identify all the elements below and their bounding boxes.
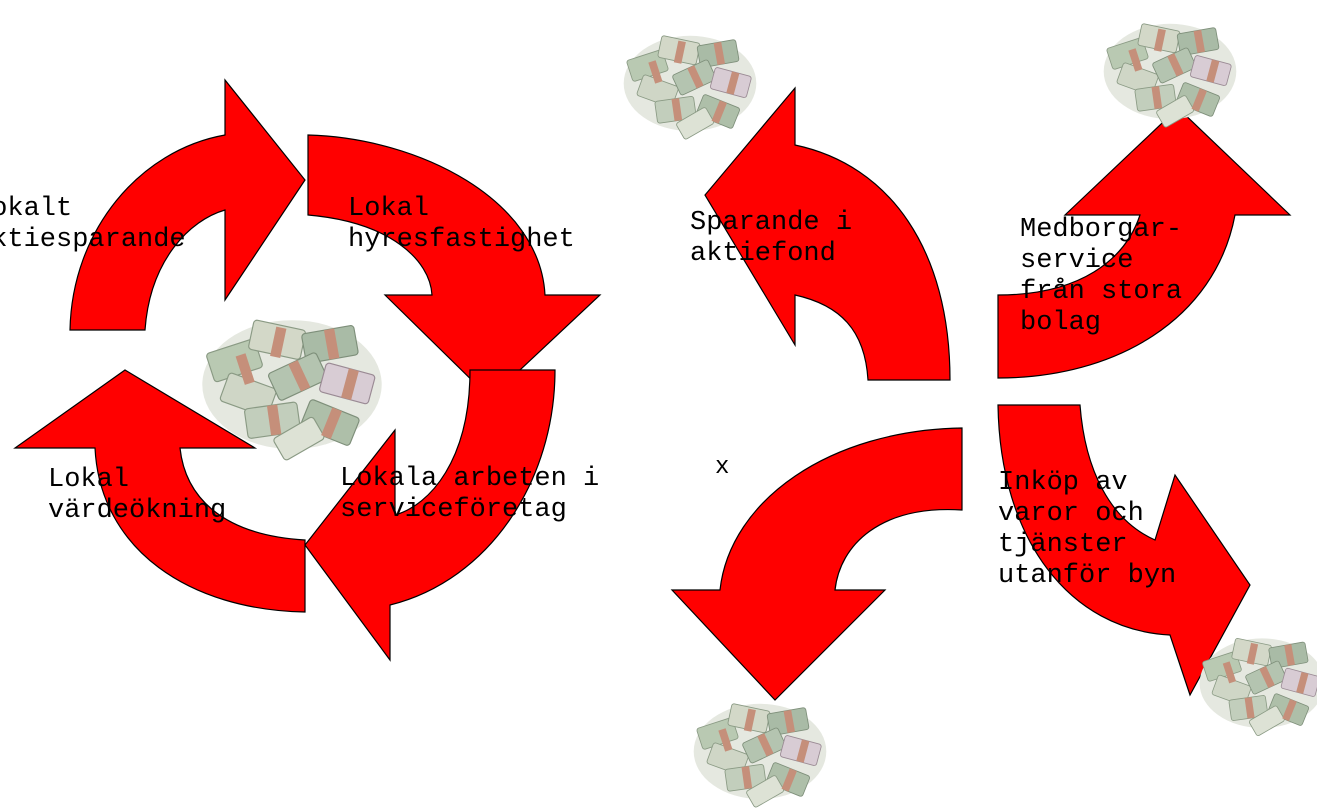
label-local-share-savings: Lokalt aktiesparande (0, 194, 186, 255)
money-pile-icon-bottom-middle (693, 702, 827, 809)
label-purchases-outside: Inköp av varor och tjänster utanför byn (998, 468, 1177, 591)
outflow-arrow-down (670, 427, 963, 701)
label-local-jobs: Lokala arbeten i serviceföretag (340, 464, 600, 525)
cycle-arrow-bottom-right (304, 369, 556, 662)
outflow-arrow-fund-savings (704, 86, 951, 381)
cycle-arrow-bottom-left (13, 369, 306, 613)
money-pile-icon-top-middle (623, 34, 757, 141)
label-local-value-increase: Lokal värdeökning (48, 465, 227, 526)
money-pile-icon-top-right (1103, 22, 1237, 129)
label-citizen-service: Medborgar- service från stora bolag (1020, 215, 1183, 338)
outflow-arrow-citizen-service (997, 107, 1292, 379)
label-local-rental-property: Lokal hyresfastighet (348, 194, 575, 255)
cycle-arrow-top-right (307, 134, 602, 399)
label-center-mark: x (715, 454, 730, 481)
outflow-arrow-purchases (997, 404, 1251, 697)
money-pile-icon-bottom-right (1199, 637, 1317, 737)
label-fund-savings: Sparande i aktiefond (690, 208, 853, 269)
cycle-arrow-top-left (69, 78, 306, 331)
